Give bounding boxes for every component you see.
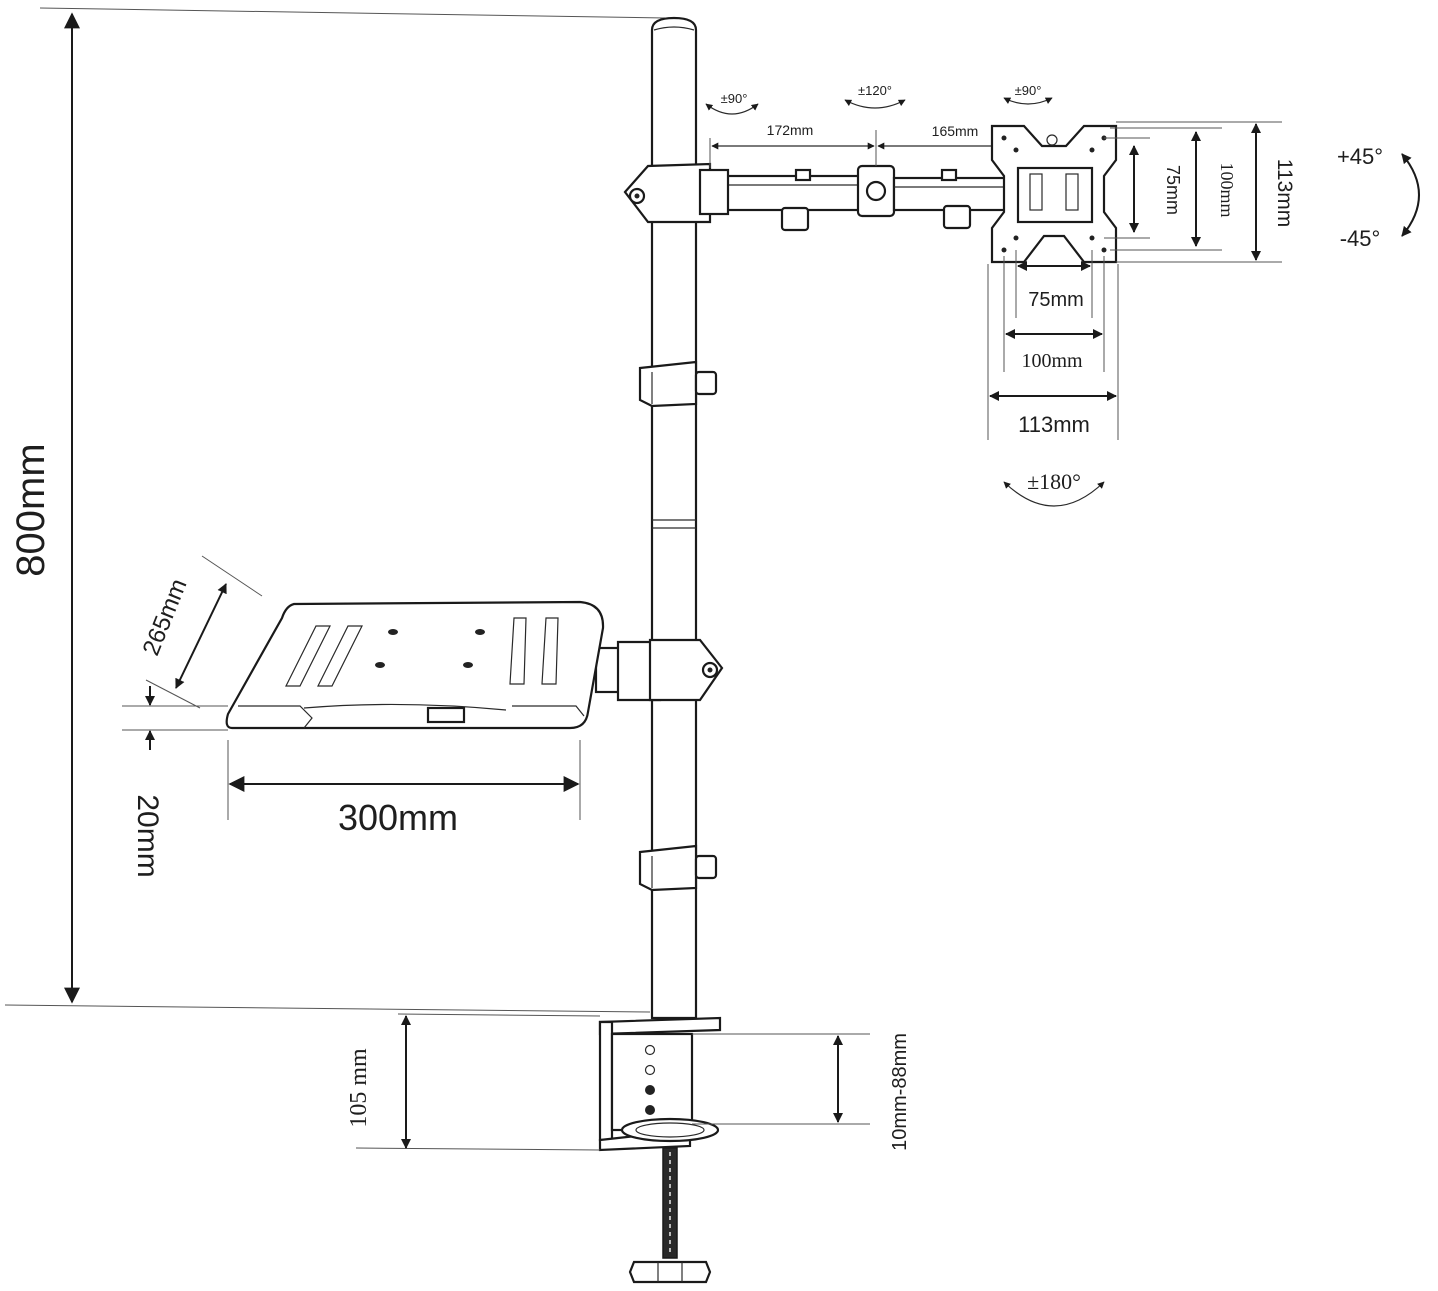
tray-width-dimension: 300mm [227, 740, 581, 838]
vesa-plate [990, 124, 1118, 264]
joint-rotation-left: ±90° [705, 91, 759, 115]
pole-collar-lower [638, 844, 718, 892]
tilt-indicator: +45° -45° [1337, 144, 1420, 251]
vesa-horizontal-dimensions: 75mm 100mm 113mm [987, 250, 1119, 440]
pole [650, 16, 698, 1020]
joint-left-rotation-label: ±90° [721, 91, 748, 106]
tray-thickness-label: 20mm [131, 794, 164, 877]
laptop-tray [225, 600, 724, 730]
clamp-height-dimension: 105 mm [346, 1013, 601, 1151]
overall-height-dimension: 800mm [4, 7, 666, 1013]
plate-height-label: 113mm [1273, 159, 1296, 227]
joint-rotation-right: ±90° [1003, 83, 1053, 105]
joint-middle-rotation-label: ±120° [858, 83, 892, 98]
vesa-horizontal-100-label: 100mm [1021, 350, 1083, 372]
joint-right-rotation-label: ±90° [1015, 83, 1042, 98]
vesa-vertical-100-label: 100mm [1217, 162, 1237, 217]
tilt-down-label: -45° [1340, 226, 1381, 251]
arm-segment-1-label: 172mm [767, 122, 814, 138]
plate-width-label: 113mm [1018, 412, 1090, 437]
pole-collar-upper [638, 360, 718, 408]
joint-rotation-middle: ±120° [844, 83, 906, 109]
tray-depth-label: 265mm [138, 575, 193, 659]
overall-height-label: 800mm [9, 443, 53, 576]
desk-clamp [598, 1016, 722, 1284]
arm-segment-dimensions: 172mm 165mm [709, 122, 1017, 176]
desk-thickness-dimension: 10mm-88mm [692, 1033, 911, 1151]
tray-thickness-dimension: 20mm [122, 686, 228, 878]
tilt-up-label: +45° [1337, 144, 1383, 169]
rotation-label: ±180° [1027, 469, 1081, 494]
monitor-arm [623, 162, 1016, 232]
vesa-vertical-dimensions: 75mm 100mm 113mm [1104, 121, 1296, 263]
vesa-vertical-75-label: 75mm [1163, 165, 1183, 215]
vesa-horizontal-75-label: 75mm [1028, 289, 1084, 311]
clamp-height-label: 105 mm [346, 1048, 372, 1128]
tray-width-label: 300mm [338, 797, 458, 838]
desk-thickness-label: 10mm-88mm [889, 1033, 911, 1151]
arm-segment-2-label: 165mm [932, 123, 979, 139]
rotation-indicator: ±180° [1003, 469, 1105, 507]
